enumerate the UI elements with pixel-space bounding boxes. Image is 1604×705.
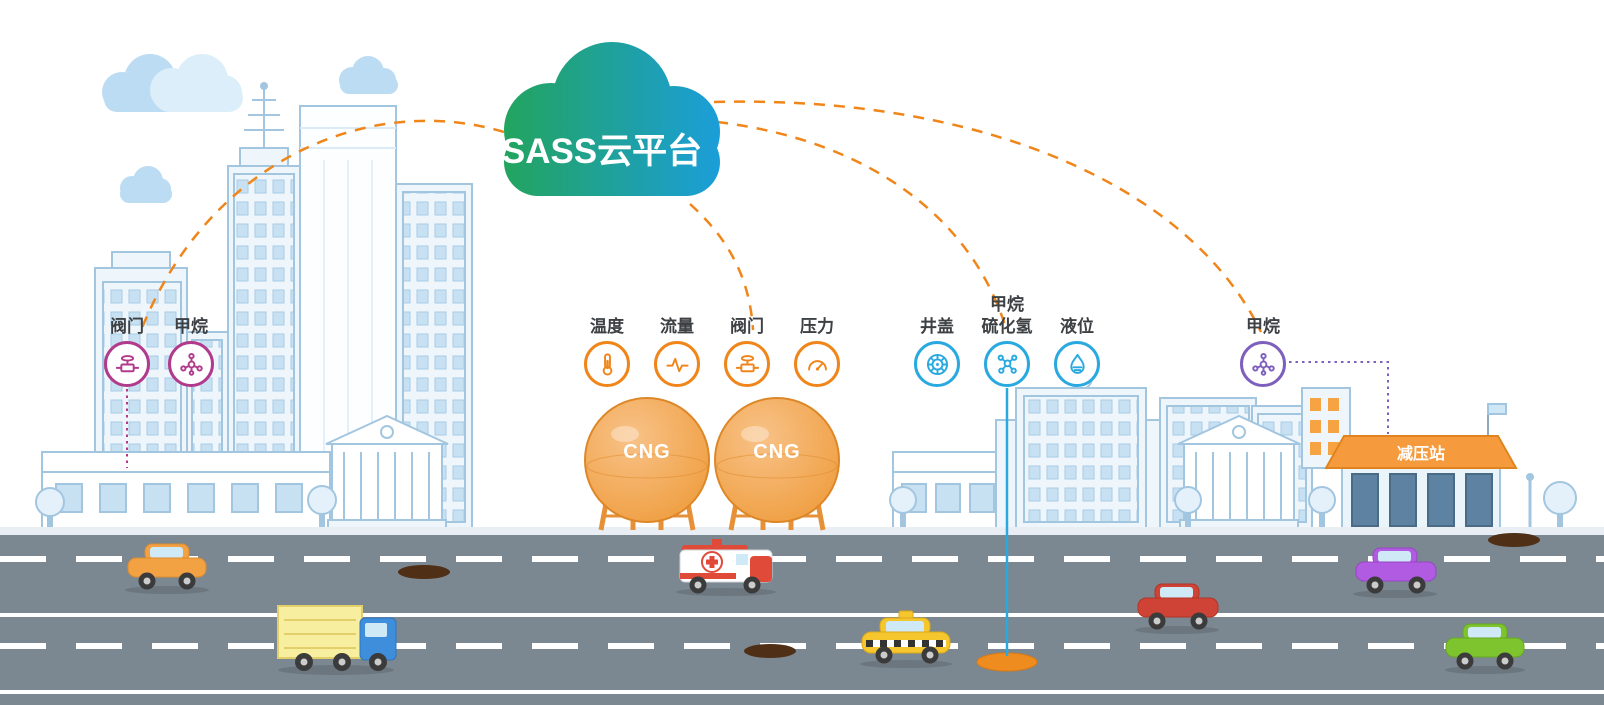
sensor-label: 硫化氢 [981, 317, 1033, 336]
station-drop-line [1289, 361, 1389, 434]
sensor-label: 甲烷 [1246, 317, 1280, 336]
cng-tank: CNG [714, 397, 840, 531]
flow-icon [665, 357, 689, 372]
manhole-cover [398, 565, 450, 579]
sensor-methane-station: 甲烷 [1221, 292, 1305, 387]
city-skyline-left [35, 82, 473, 531]
sensor-circle [584, 341, 630, 387]
station-label: 减压站 [1397, 444, 1445, 463]
pressure-icon [807, 359, 827, 371]
car-orange [125, 543, 209, 594]
sensor-label: 压力 [800, 317, 834, 336]
tank-label: CNG [623, 441, 670, 463]
tree-icon [35, 485, 337, 531]
sensor-circle [724, 341, 770, 387]
sensor-circle [984, 341, 1030, 387]
sensor-flow: 流量 [635, 292, 719, 387]
manhole-cover-icon [926, 353, 948, 375]
sensor-pressure: 压力 [775, 292, 859, 387]
sensor-label: 液位 [1060, 317, 1094, 336]
manholes [398, 533, 1540, 672]
valve-icon [115, 354, 139, 372]
cng-tanks: CNG CNG [584, 397, 840, 531]
temperature-icon [602, 352, 612, 375]
sensor-label: 流量 [660, 317, 694, 336]
sensor-label: 甲烷 [990, 295, 1024, 314]
sensor-drop-lines [126, 361, 1389, 656]
cloud-connection-lines [140, 100, 1263, 333]
methane-icon [1251, 352, 1275, 376]
connection-to-cng-sensors [689, 203, 755, 331]
cloud-platform: SASS云平台 [502, 42, 720, 196]
cloud-shape [504, 42, 720, 196]
sensor-valve-cng: 阀门 [705, 292, 789, 387]
sensor-circle [914, 341, 960, 387]
sensor-label: 温度 [590, 317, 624, 336]
sidewalk [0, 527, 1604, 535]
cng-tank: CNG [584, 397, 710, 531]
sensor-temperature: 温度 [565, 292, 649, 387]
car-purple [1353, 547, 1437, 598]
taxi-yellow [860, 610, 952, 668]
sensor-label: 阀门 [110, 317, 144, 336]
truck-yellow [277, 605, 397, 675]
sensor-circle [1240, 341, 1286, 387]
sky-clouds [102, 54, 398, 203]
sensor-circle [1054, 341, 1100, 387]
sensor-label: 井盖 [920, 317, 954, 336]
car-green [1445, 623, 1525, 674]
sensor-label: 甲烷 [174, 317, 208, 336]
connection-to-station-sensors [713, 100, 1263, 333]
car-red [1135, 583, 1219, 634]
valve-icon [735, 354, 759, 372]
tank-label: CNG [753, 441, 800, 463]
sensor-valve-city: 阀门 [85, 292, 169, 387]
manhole-cover [1488, 533, 1540, 547]
sensor-methane-city: 甲烷 [149, 292, 233, 387]
connection-to-building-sensors [140, 119, 505, 329]
tree-icon [1543, 481, 1577, 531]
sensor-label: 阀门 [730, 317, 764, 336]
sensor-manhole-cover: 井盖 [895, 292, 979, 387]
flag-icon [1487, 403, 1507, 415]
methane-h2s-icon [997, 354, 1017, 374]
connection-to-manhole-sensors [716, 120, 1009, 333]
vehicles [125, 539, 1525, 675]
city-skyline-right [889, 366, 1336, 531]
pressure-station: 减压站 [1301, 387, 1577, 531]
liquid-level-icon [1069, 353, 1085, 374]
ambulance [676, 539, 776, 596]
sensor-circle [794, 341, 840, 387]
sensor-methane-h2s: 甲烷 硫化氢 [965, 292, 1049, 387]
road [0, 535, 1604, 705]
sensor-circle [168, 341, 214, 387]
methane-icon [179, 352, 203, 376]
sensor-liquid-level: 液位 [1035, 292, 1119, 387]
sensor-circle [654, 341, 700, 387]
sensor-circle [104, 341, 150, 387]
manhole-cover [744, 644, 796, 658]
cloud-platform-label: SASS云平台 [502, 132, 702, 171]
